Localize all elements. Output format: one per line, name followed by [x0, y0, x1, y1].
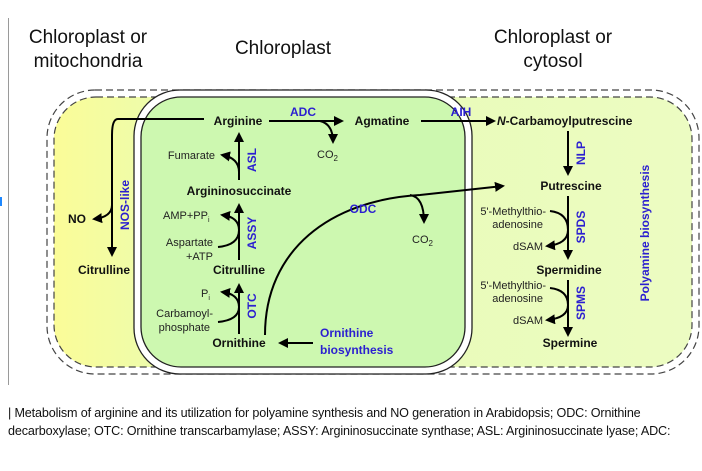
side-mta-spms-line2: adenosine	[492, 293, 543, 305]
label-ornithine-biosynthesis-line2: biosynthesis	[320, 343, 394, 357]
enzyme-nlp: NLP	[574, 141, 588, 165]
label-ornithine-biosynthesis: Ornithine	[320, 326, 374, 340]
side-co2-adc: CO2	[317, 149, 339, 163]
side-pi: Pi	[201, 288, 210, 302]
arrow-adc-co2	[319, 120, 338, 144]
side-carbamoyl-phosphate-line2: phosphate	[159, 322, 210, 334]
arrow-odc-co2	[409, 194, 429, 224]
side-mta-spds: 5'-Methylthio-	[480, 206, 546, 218]
side-mta-spds-line2: adenosine	[492, 219, 543, 231]
side-fumarate: Fumarate	[168, 150, 215, 162]
chloroplast-compartment	[140, 96, 466, 368]
side-mta-spms: 5'-Methylthio-	[480, 280, 546, 292]
enzyme-assy: ASSY	[245, 217, 259, 250]
arrow-spms-dsam	[545, 287, 570, 325]
region-title-left-line2: mitochondria	[34, 51, 143, 72]
side-dsam-spds: dSAM	[513, 241, 543, 253]
enzyme-aih: AIH	[451, 105, 472, 119]
metabolite-spermine: Spermine	[543, 336, 598, 350]
arrow-ornithine-putrescine	[264, 181, 505, 336]
enzyme-asl: ASL	[245, 148, 259, 172]
n-prefix: N	[497, 114, 506, 128]
enzyme-nos-like: NOS-like	[118, 180, 132, 230]
side-dsam-spms: dSAM	[513, 315, 543, 327]
arrow-nos-no	[92, 204, 113, 224]
enzyme-spms: SPMS	[574, 286, 588, 320]
metabolite-argininosuccinate: Argininosuccinate	[187, 184, 292, 198]
left-border-rule	[8, 18, 9, 385]
region-title-center: Chloroplast	[235, 38, 332, 59]
label-polyamine-biosynthesis: Polyamine biosynthesis	[638, 164, 652, 301]
arrow-otc-pi	[217, 287, 241, 323]
region-title-right: Chloroplast or	[494, 27, 613, 48]
arginine-metabolism-diagram: Chloroplast or mitochondria Chloroplast …	[29, 27, 700, 375]
figure-caption: | Metabolism of arginine and its utiliza…	[8, 406, 671, 438]
enzyme-odc: ODC	[350, 202, 377, 216]
arrow-assy-amp	[217, 210, 241, 248]
scroll-marker	[0, 197, 2, 206]
metabolite-citrulline-chloroplast: Citrulline	[213, 263, 265, 277]
metabolite-n-carbamoylputrescine: N-Carbamoylputrescine	[497, 114, 633, 128]
metabolite-ornithine: Ornithine	[212, 336, 266, 350]
side-carbamoyl-phosphate: Carbamoyl-	[156, 308, 213, 320]
arrow-arginine-nos	[107, 118, 204, 257]
metabolite-spermidine: Spermidine	[536, 263, 602, 277]
metabolite-no: NO	[68, 212, 86, 226]
side-atp: +ATP	[186, 251, 213, 263]
metabolite-citrulline-outer: Citrulline	[78, 263, 130, 277]
metabolite-arginine: Arginine	[214, 114, 263, 128]
side-amp-ppi: AMP+PPi	[163, 210, 210, 224]
arrow-asl-fumarate	[220, 151, 240, 173]
region-title-left: Chloroplast or	[29, 27, 148, 48]
enzyme-otc: OTC	[245, 293, 259, 319]
side-co2-odc: CO2	[412, 234, 434, 248]
arrow-spds-dsam	[545, 210, 570, 251]
n-carbamoyl-rest: -Carbamoylputrescine	[506, 114, 633, 128]
side-aspartate: Aspartate	[166, 237, 213, 249]
region-title-right-line2: cytosol	[523, 51, 582, 72]
enzyme-adc: ADC	[290, 105, 316, 119]
metabolite-putrescine: Putrescine	[540, 179, 602, 193]
metabolite-agmatine: Agmatine	[355, 114, 410, 128]
enzyme-spds: SPDS	[574, 211, 588, 244]
